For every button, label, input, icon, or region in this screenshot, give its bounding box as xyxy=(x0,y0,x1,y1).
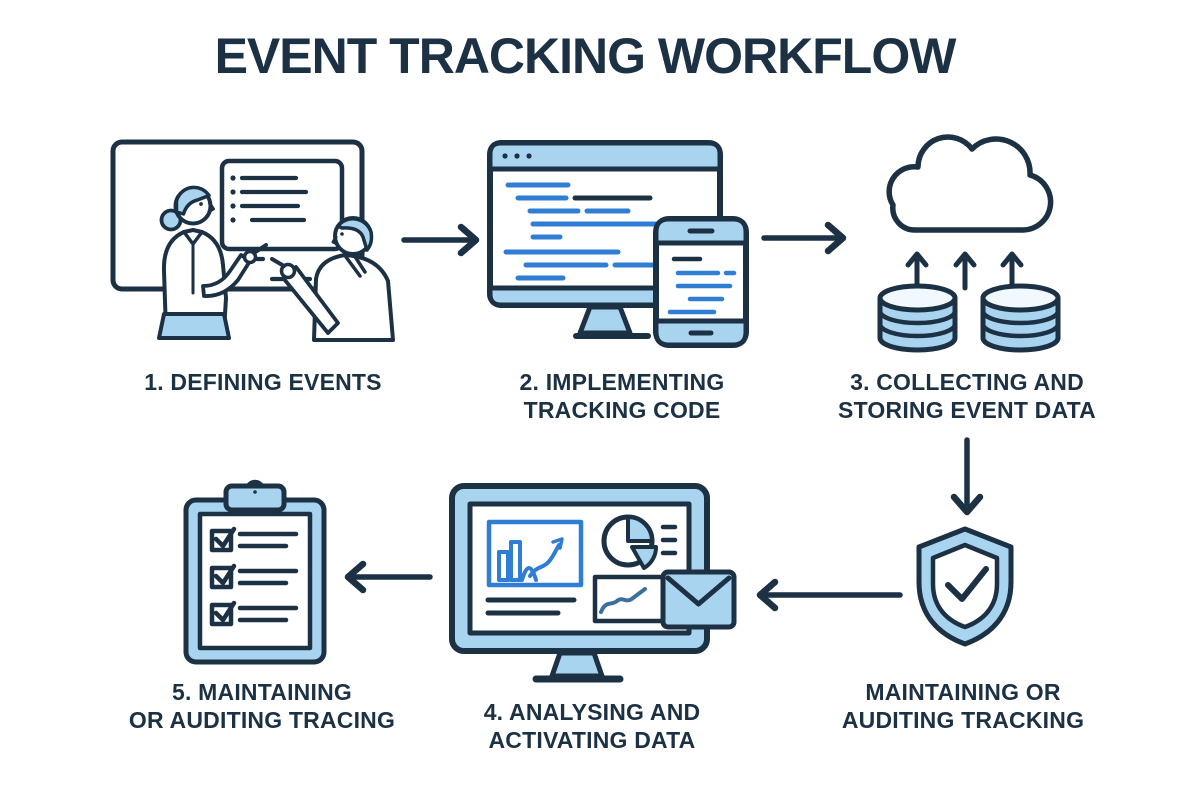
page-title: EVENT TRACKING WORKFLOW xyxy=(214,28,957,84)
arrow-step2-to-step3 xyxy=(761,221,847,255)
shield-label: MAINTAINING OR AUDITING TRACKING xyxy=(841,679,1085,733)
whiteboard-list xyxy=(219,158,345,282)
smartphone-icon xyxy=(653,216,749,348)
upload-arrows xyxy=(905,251,1024,291)
analytics-monitor-icon xyxy=(449,483,737,683)
step3-label: 3. COLLECTING AND STORING EVENT DATA xyxy=(838,369,1096,423)
envelope-icon xyxy=(660,569,737,630)
shield-check-icon xyxy=(916,526,1014,647)
cloud-databases-icon xyxy=(877,134,1061,353)
step4-label: 4. ANALYSING AND ACTIVATING DATA xyxy=(483,699,701,753)
check-icon xyxy=(945,566,989,602)
checklist-item xyxy=(209,526,299,553)
code-lines xyxy=(503,182,663,281)
database-icon xyxy=(980,283,1061,353)
bar-chart-icon xyxy=(486,519,584,588)
checklist-item xyxy=(209,600,299,627)
code-lines xyxy=(667,256,737,315)
step2-label: 2. IMPLEMENTING TRACKING CODE xyxy=(519,369,725,423)
checklist-item xyxy=(209,563,299,590)
line-chart-icon xyxy=(592,574,672,624)
step1-label: 1. DEFINING EVENTS xyxy=(144,369,382,395)
presenter-person-icon xyxy=(157,185,268,340)
cloud-icon xyxy=(886,134,1054,233)
step5-label: 5. MAINTAINING OR AUDITING TRACING xyxy=(128,679,396,733)
arrow-step1-to-step2 xyxy=(401,223,480,257)
monitor-code-icon xyxy=(487,140,749,348)
arrow-step3-to-shield xyxy=(950,437,984,516)
people-whiteboard-icon xyxy=(110,139,395,342)
arrow-shield-to-step4 xyxy=(756,578,903,612)
text-lines xyxy=(485,597,577,616)
arrow-step4-to-step5 xyxy=(344,560,433,594)
pie-chart-icon xyxy=(601,514,659,570)
audience-person-icon xyxy=(270,216,395,342)
database-icon xyxy=(877,283,958,353)
list-dashes xyxy=(660,524,678,556)
clipboard-checklist-icon xyxy=(183,479,327,665)
